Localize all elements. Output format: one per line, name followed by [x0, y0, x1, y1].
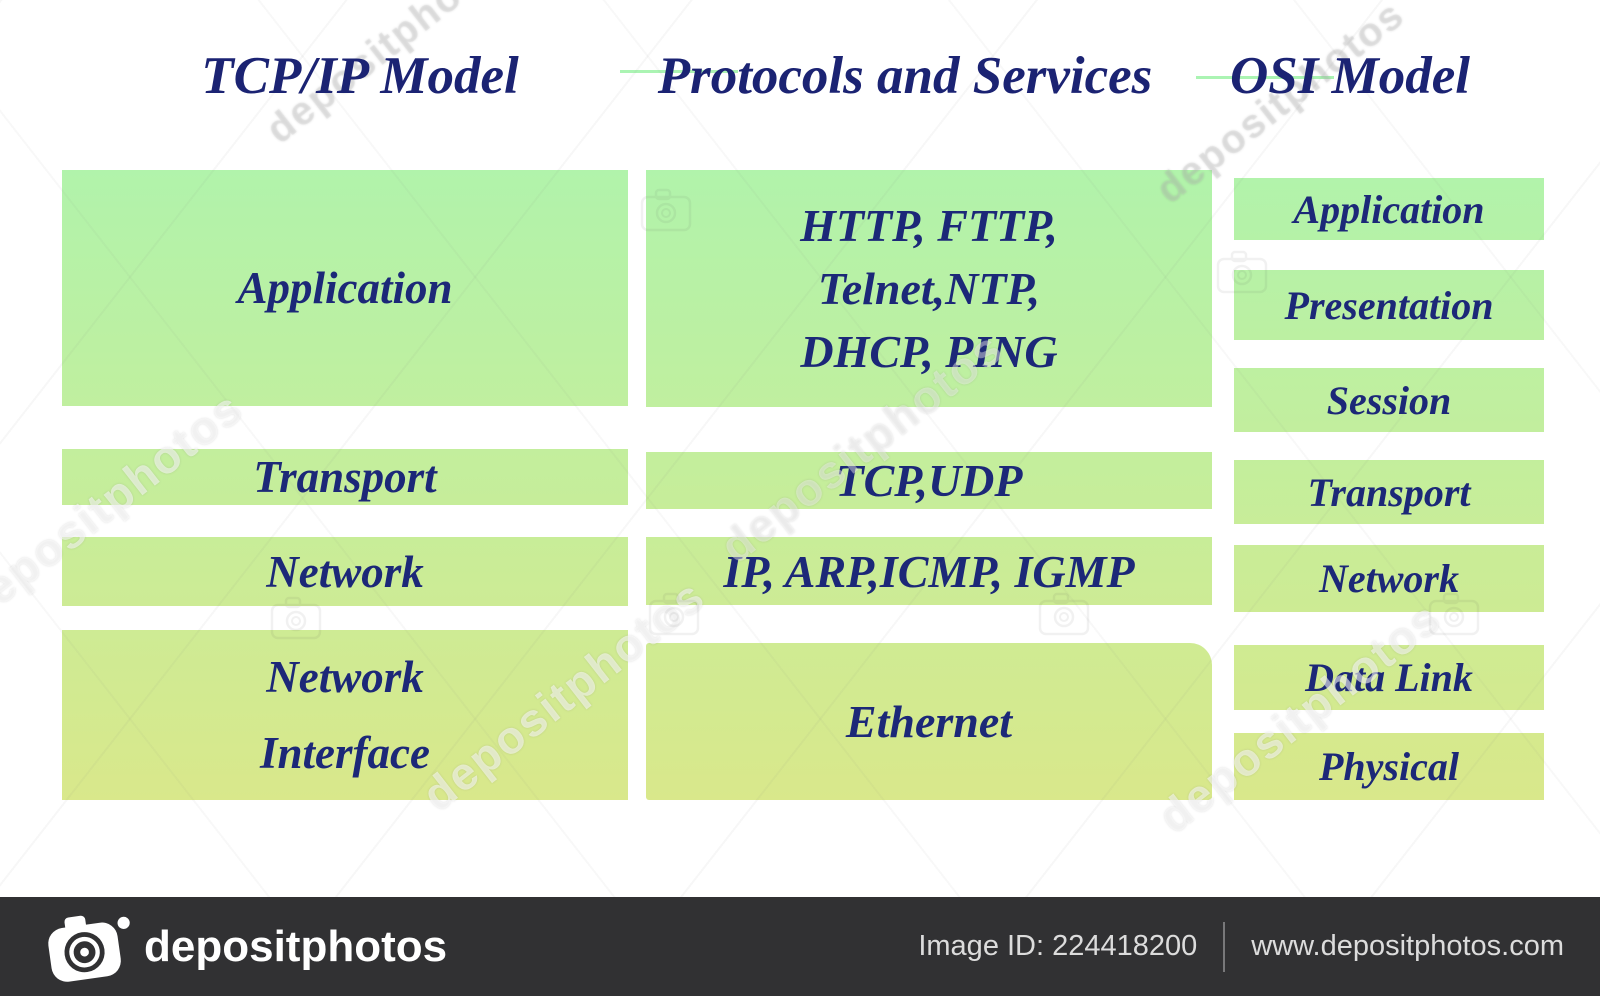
- osi-layer-physical: Physical: [1234, 733, 1544, 800]
- camera-logo-icon: [48, 915, 130, 982]
- protocol-line: TCP,UDP: [835, 455, 1023, 506]
- layer-label: Physical: [1319, 744, 1459, 789]
- osi-layer-session: Session: [1234, 368, 1544, 432]
- protocols-network-box: IP, ARP,ICMP, IGMP: [646, 537, 1212, 605]
- title-accent-line-left: [620, 70, 738, 73]
- protocol-line: DHCP, PING: [800, 326, 1058, 377]
- website-text: www.depositphotos.com: [1251, 930, 1564, 962]
- layer-label: Application: [237, 263, 453, 313]
- protocol-line: Telnet,NTP,: [817, 263, 1041, 314]
- osi-layer-data-link: Data Link: [1234, 645, 1544, 710]
- tcpip-layer-application: Application: [62, 170, 628, 406]
- layer-label: Transport: [253, 452, 437, 502]
- tcpip-layer-network-interface: Network Interface: [62, 630, 628, 800]
- osi-layer-network: Network: [1234, 545, 1544, 612]
- footer-watermark-bar: depositphotos Image ID: 224418200 www.de…: [0, 897, 1600, 996]
- title-tcpip-model: TCP/IP Model: [201, 47, 519, 105]
- tcpip-layer-network: Network: [62, 537, 628, 606]
- protocol-line: IP, ARP,ICMP, IGMP: [723, 545, 1135, 597]
- osi-layer-transport: Transport: [1234, 460, 1544, 524]
- protocol-line: HTTP, FTTP,: [800, 200, 1058, 251]
- brand-name: depositphotos: [144, 921, 448, 971]
- depositphotos-logo: depositphotos: [42, 906, 447, 988]
- protocols-transport-box: TCP,UDP: [646, 452, 1212, 509]
- title-osi-model: OSI Model: [1229, 47, 1470, 105]
- protocols-ethernet-box: Ethernet: [646, 643, 1212, 800]
- layer-label-line1: Network: [266, 652, 424, 702]
- image-id-text: Image ID: 224418200: [918, 930, 1198, 962]
- layer-label: Transport: [1307, 469, 1471, 515]
- layer-label: Application: [1293, 186, 1485, 232]
- osi-layer-presentation: Presentation: [1234, 270, 1544, 340]
- layer-label: Network: [1319, 556, 1459, 601]
- layer-label: Data Link: [1305, 655, 1473, 700]
- osi-layer-application: Application: [1234, 178, 1544, 240]
- protocol-line: Ethernet: [845, 696, 1013, 747]
- title-accent-line-right: [1196, 76, 1334, 79]
- layer-label: Presentation: [1284, 282, 1494, 328]
- title-protocols-and-services: Protocols and Services: [657, 47, 1153, 105]
- layer-label: Session: [1326, 377, 1452, 423]
- protocols-application-box: HTTP, FTTP, Telnet,NTP, DHCP, PING: [646, 170, 1212, 407]
- footer-info: Image ID: 224418200 www.depositphotos.co…: [918, 921, 1564, 972]
- footer-divider: [1223, 921, 1226, 972]
- layer-label: Network: [266, 546, 424, 597]
- layer-label-line2: Interface: [260, 728, 430, 778]
- tcpip-layer-transport: Transport: [62, 449, 628, 505]
